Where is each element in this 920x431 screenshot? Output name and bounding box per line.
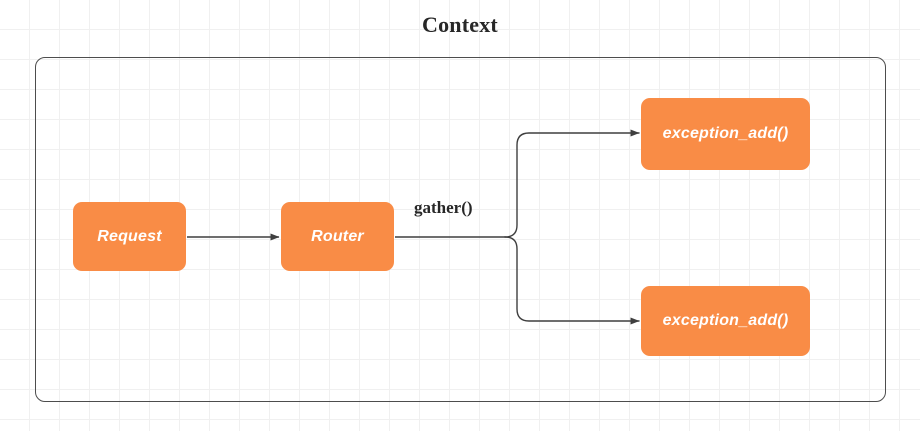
node-exception-add-top[interactable]: exception_add() bbox=[641, 98, 810, 170]
page-title: Context bbox=[422, 12, 498, 37]
node-router-label: Router bbox=[311, 227, 364, 245]
context-container bbox=[35, 57, 886, 402]
node-exception-add-top-label: exception_add() bbox=[662, 125, 789, 142]
node-request-label: Request bbox=[97, 227, 162, 245]
node-router[interactable]: Router bbox=[281, 202, 394, 271]
node-exception-add-bottom-label: exception_add() bbox=[662, 312, 789, 329]
node-exception-add-bottom[interactable]: exception_add() bbox=[641, 286, 810, 356]
node-request[interactable]: Request bbox=[73, 202, 186, 271]
edge-label-gather: gather() bbox=[414, 198, 473, 217]
